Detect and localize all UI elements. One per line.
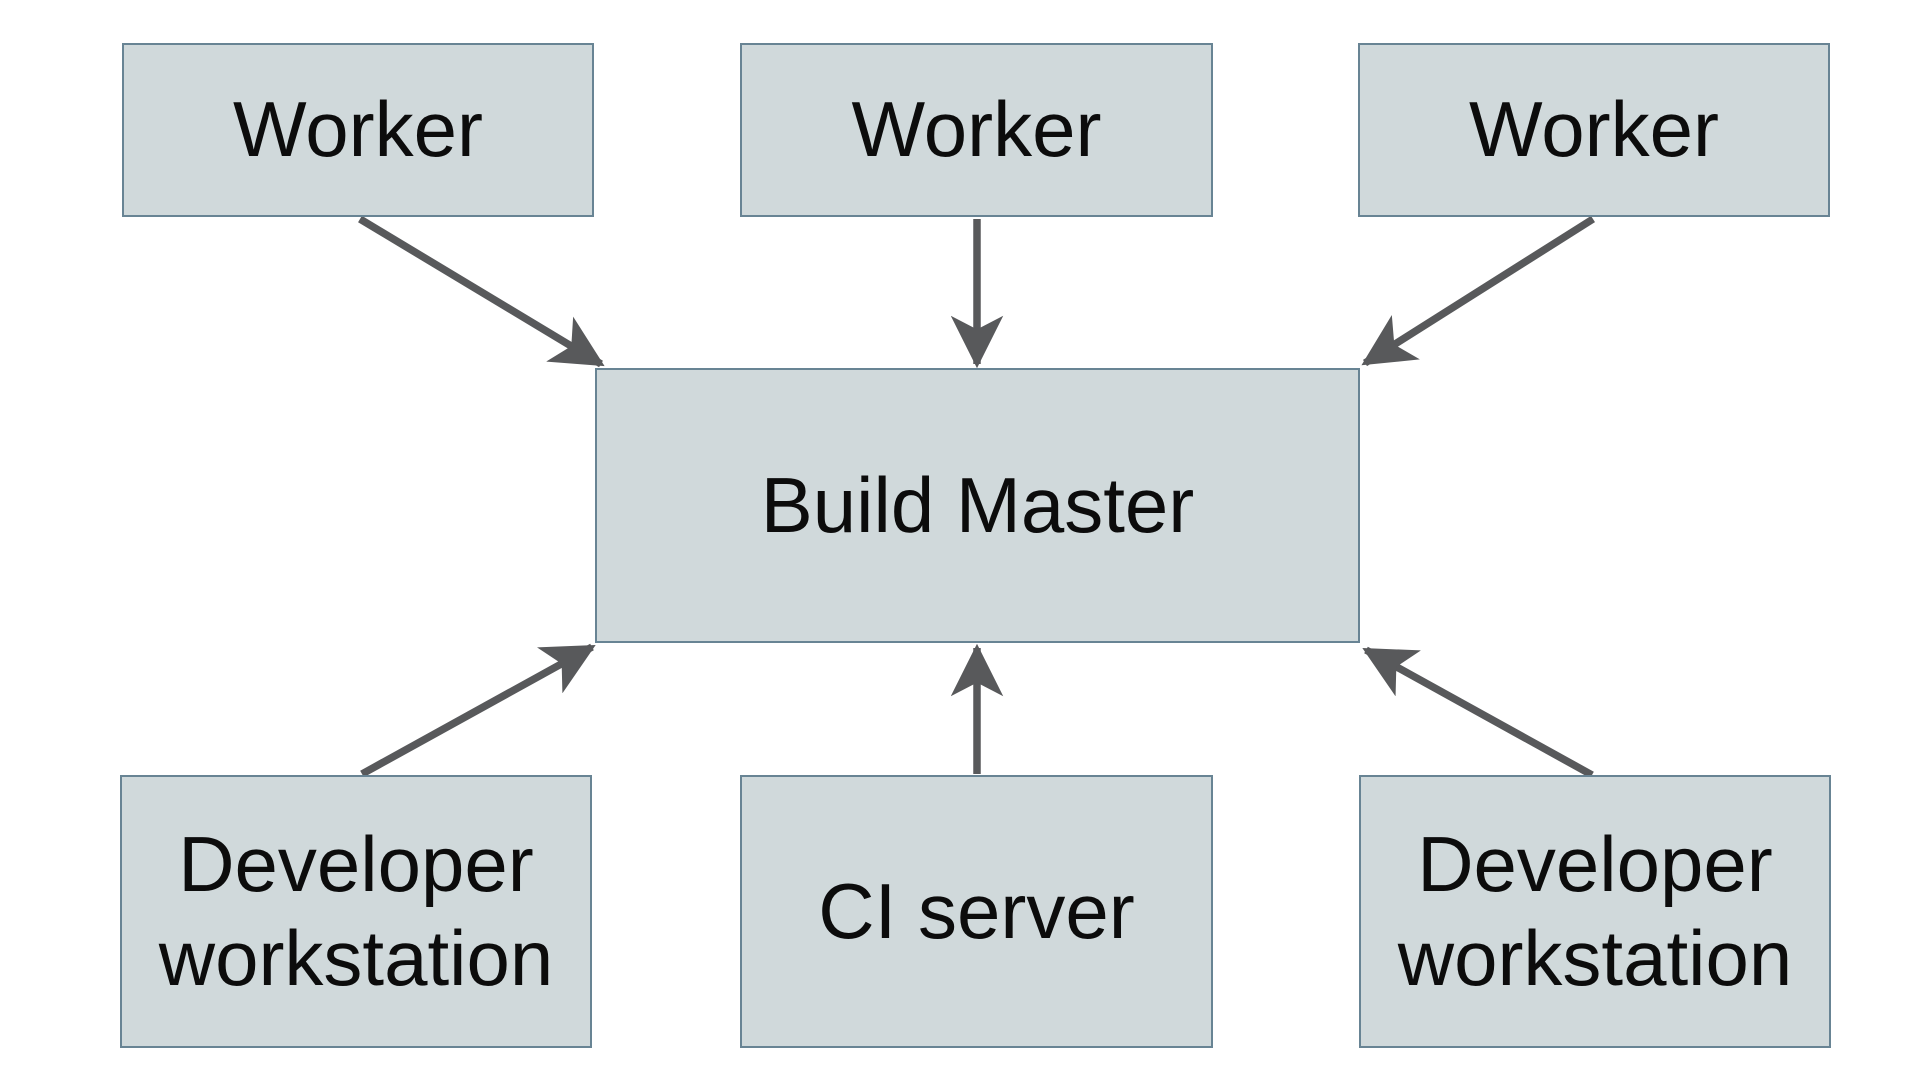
node-worker-2: Worker <box>740 43 1213 217</box>
arrow-worker3-to-buildmaster <box>1361 215 1596 367</box>
node-developer-workstation-1: Developer workstation <box>120 775 592 1048</box>
node-worker-3: Worker <box>1358 43 1830 217</box>
arrow-devws1-to-buildmaster <box>360 643 596 778</box>
node-worker-2-label: Worker <box>851 85 1102 174</box>
node-developer-workstation-2: Developer workstation <box>1359 775 1831 1048</box>
node-developer-workstation-2-label: Developer workstation <box>1397 819 1793 1002</box>
node-build-master: Build Master <box>595 368 1360 643</box>
arrow-worker1-to-buildmaster <box>358 215 605 368</box>
arrow-devws2-to-buildmaster <box>1362 646 1594 779</box>
node-build-master-label: Build Master <box>760 460 1195 549</box>
node-worker-1-label: Worker <box>233 85 483 174</box>
node-worker-1: Worker <box>122 43 594 217</box>
node-ci-server-label: CI server <box>818 866 1135 955</box>
node-developer-workstation-1-label: Developer workstation <box>158 819 554 1002</box>
node-ci-server: CI server <box>740 775 1213 1048</box>
node-worker-3-label: Worker <box>1469 85 1719 174</box>
